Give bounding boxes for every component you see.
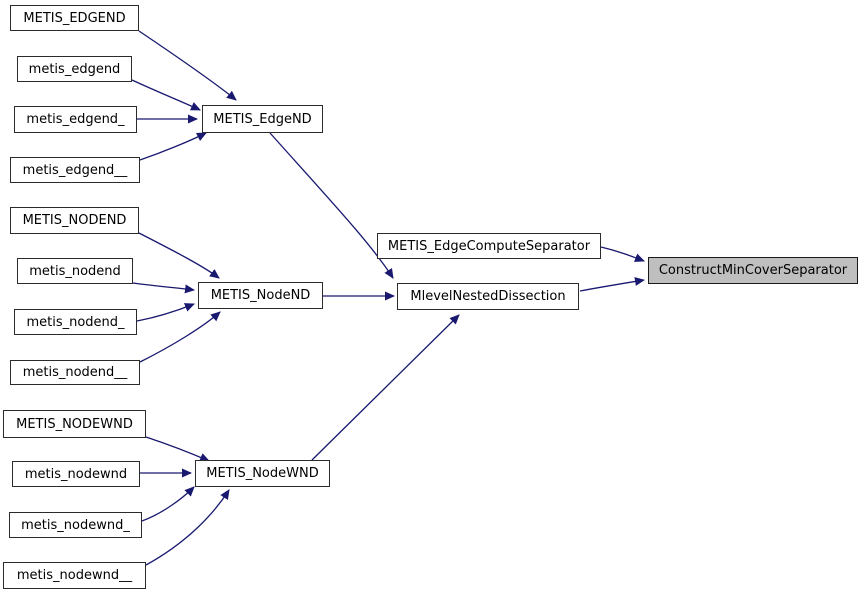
node-construct-min-cover-separator: ConstructMinCoverSeparator (648, 257, 858, 284)
node-label: METIS_EdgeND (213, 111, 312, 127)
edge-metis-edgend-caps-to-metis-edge-nd (138, 30, 237, 101)
node-metis-edgend-u1[interactable]: metis_edgend_ (14, 106, 137, 133)
edge-metis-nodend-to-metis-node-nd (132, 282, 195, 294)
node-metis-nodewnd[interactable]: metis_nodewnd (12, 461, 140, 487)
edge-metis-nodend-u2-to-metis-node-nd (139, 311, 221, 363)
node-label: metis_edgend (28, 61, 121, 77)
edge-metis-node-wnd-to-mlevel-nested-dissection (311, 314, 460, 461)
node-label: METIS_NODEND (22, 213, 127, 228)
node-mlevel-nested-dissection[interactable]: MlevelNestedDissection (397, 283, 579, 310)
node-label: metis_nodend__ (22, 365, 128, 380)
node-metis-edgend-caps[interactable]: METIS_EDGEND (10, 5, 139, 31)
node-metis-nodend-u1[interactable]: metis_nodend_ (14, 309, 137, 335)
node-metis-node-nd[interactable]: METIS_NodeND (198, 282, 323, 309)
node-label: METIS_NodeWND (206, 466, 319, 481)
node-metis-nodend[interactable]: metis_nodend (17, 258, 133, 284)
node-metis-nodewnd-u2[interactable]: metis_nodewnd__ (3, 562, 146, 589)
edge-metis-nodewnd-u1-to-metis-node-wnd (141, 486, 195, 522)
node-metis-nodend-caps[interactable]: METIS_NODEND (10, 207, 139, 234)
node-label: metis_nodend (29, 263, 121, 279)
edge-metis-edgend-to-metis-edge-nd (131, 79, 201, 111)
node-label: METIS_NODEWND (16, 416, 133, 432)
node-label: metis_nodewnd_ (21, 517, 130, 533)
node-metis-nodewnd-caps[interactable]: METIS_NODEWND (3, 410, 146, 438)
edge-metis-nodend-caps-to-metis-node-nd (138, 232, 220, 279)
node-label: metis_nodewnd__ (16, 568, 133, 583)
node-metis-nodend-u2[interactable]: metis_nodend__ (10, 360, 140, 385)
node-metis-edge-compute-separator[interactable]: METIS_EdgeComputeSeparator (377, 233, 601, 259)
node-label: ConstructMinCoverSeparator (658, 263, 848, 278)
node-metis-edgend-u2[interactable]: metis_edgend__ (10, 157, 140, 183)
node-label: metis_nodewnd (24, 466, 128, 482)
node-label: METIS_EDGEND (23, 10, 126, 26)
edge-metis-nodend-u1-to-metis-node-nd (136, 303, 195, 322)
node-label: metis_edgend_ (26, 112, 125, 127)
node-metis-nodewnd-u1[interactable]: metis_nodewnd_ (9, 512, 142, 538)
node-label: METIS_EdgeComputeSeparator (387, 238, 591, 254)
edge-metis-nodewnd-caps-to-metis-node-wnd (145, 436, 210, 462)
node-label: metis_nodend_ (26, 314, 125, 330)
edge-metis-edgend-u2-to-metis-edge-nd (139, 132, 207, 161)
node-label: METIS_NodeND (210, 288, 311, 303)
edge-metis-edge-nd-to-mlevel-nested-dissection (269, 132, 394, 279)
node-metis-edge-nd[interactable]: METIS_EdgeND (202, 105, 323, 133)
edge-metis-nodewnd-u2-to-metis-node-wnd (145, 489, 230, 566)
node-label: metis_edgend__ (22, 162, 128, 178)
node-metis-edgend[interactable]: metis_edgend (17, 56, 132, 82)
edge-metis-edge-compute-separator-to-construct-min-cover-separator (600, 246, 645, 262)
edge-mlevel-nested-dissection-to-construct-min-cover-separator (579, 277, 645, 292)
node-metis-node-wnd[interactable]: METIS_NodeWND (195, 460, 330, 487)
node-label: MlevelNestedDissection (410, 289, 566, 304)
